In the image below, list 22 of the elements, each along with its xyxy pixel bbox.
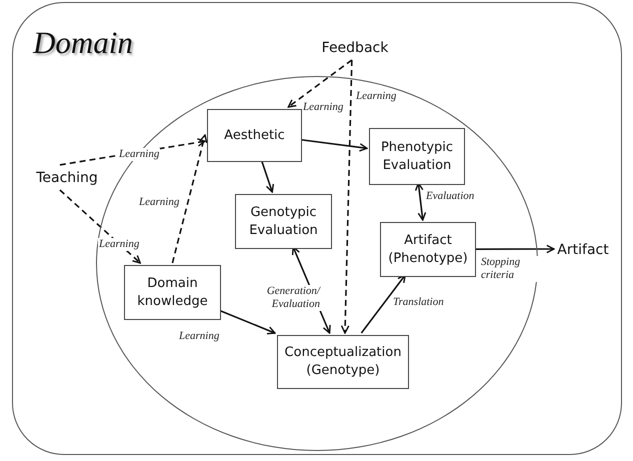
process-box: Conceptualization (Genotype) <box>277 335 409 389</box>
dashed-arrow <box>59 189 141 264</box>
arrow <box>260 160 274 193</box>
process-box: Artifact (Phenotype) <box>380 222 476 277</box>
dashed-arrow <box>288 59 352 108</box>
dashed-arrow <box>172 134 208 264</box>
process-box: Genotypic Evaluation <box>235 194 332 249</box>
process-box: Domain knowledge <box>124 265 221 320</box>
domain-title: Domain <box>33 25 133 61</box>
node-label: Teaching <box>33 167 101 189</box>
node-label: Artifact <box>555 239 611 261</box>
process-box: Phenotypic Evaluation <box>369 128 465 185</box>
dashed-arrow <box>340 60 353 334</box>
node-label: Feedback <box>319 37 391 59</box>
edge-label: Learning <box>138 196 180 210</box>
edge-label: Learning <box>302 101 344 114</box>
arrow <box>474 244 555 254</box>
process-box: Aesthetic <box>207 109 302 162</box>
edge-label: Learning <box>118 148 160 162</box>
edge-label: Learning <box>178 330 220 344</box>
edge-label: Learning <box>355 90 398 104</box>
edge-label: Learning <box>98 238 140 252</box>
